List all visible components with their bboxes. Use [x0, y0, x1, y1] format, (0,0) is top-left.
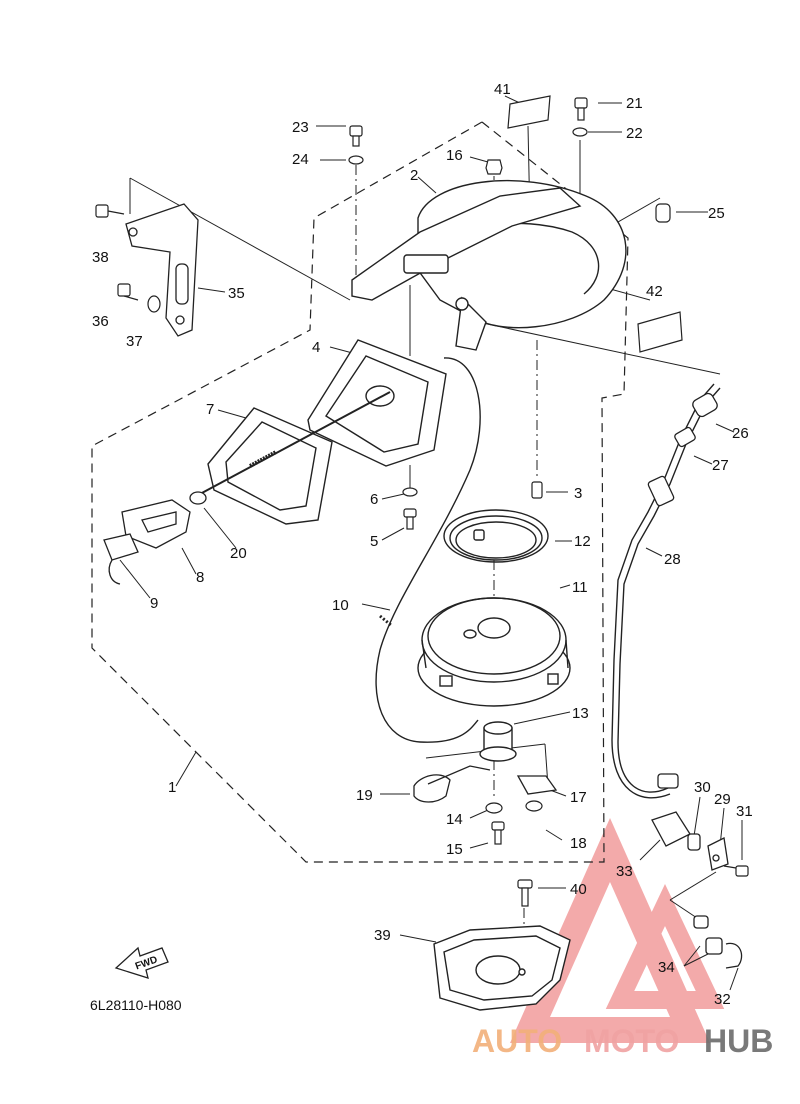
part-label-31: 31: [736, 803, 753, 820]
part-label-6: 6: [370, 491, 378, 508]
part-label-23: 23: [292, 119, 309, 136]
bottom-plate-39: [433, 925, 571, 1011]
part-label-34: 34: [658, 959, 675, 976]
drive-collar-13: [479, 721, 517, 762]
spiral-spring-12: [443, 509, 549, 563]
part-label-28: 28: [664, 551, 681, 568]
part-label-21: 21: [626, 95, 643, 112]
rope-guide-4: [307, 339, 447, 467]
part-label-38: 38: [92, 249, 109, 266]
part-label-37: 37: [126, 333, 143, 350]
part-label-4: 4: [312, 339, 320, 356]
part-label-42: 42: [646, 283, 663, 300]
part-label-13: 13: [572, 705, 589, 722]
starter-handle-assembly: [103, 391, 391, 585]
watermark-part-3: HUB: [704, 1023, 773, 1059]
cable-fittings: [647, 392, 718, 789]
part-label-35: 35: [228, 285, 245, 302]
diagram-code: 6L28110-H080: [90, 997, 182, 1013]
part-label-26: 26: [732, 425, 749, 442]
part-label-1: 1: [168, 779, 176, 796]
starter-rope-10: [375, 357, 481, 743]
caution-label-41: [507, 95, 551, 129]
part-label-18: 18: [570, 835, 587, 852]
drive-pawl-17: [516, 775, 558, 795]
linkage-parts: [651, 811, 743, 969]
part-label-24: 24: [292, 151, 309, 168]
part-label-8: 8: [196, 569, 204, 586]
assembly-boundary: [91, 121, 629, 863]
part-label-25: 25: [708, 205, 725, 222]
part-label-32: 32: [714, 991, 731, 1008]
part-label-5: 5: [370, 533, 378, 550]
part-label-16: 16: [446, 147, 463, 164]
part-label-41: 41: [494, 81, 511, 98]
start-in-gear-cable-28: [611, 383, 721, 799]
watermark-part-2: MOTO: [584, 1023, 679, 1059]
part-label-14: 14: [446, 811, 463, 828]
part-label-19: 19: [356, 787, 373, 804]
part-label-2: 2: [410, 167, 418, 184]
part-label-9: 9: [150, 595, 158, 612]
part-label-36: 36: [92, 313, 109, 330]
label-plate-42: [637, 311, 683, 353]
part-label-20: 20: [230, 545, 247, 562]
part-labels: 1 2 3 4 5 6 7 8 9 10 11 12 13 14 15 16 1…: [92, 81, 753, 1008]
part-label-10: 10: [332, 597, 349, 614]
part-label-27: 27: [712, 457, 729, 474]
part-label-40: 40: [570, 881, 587, 898]
starter-housing: [351, 180, 627, 351]
part-label-15: 15: [446, 841, 463, 858]
handle-cover-7: [207, 407, 333, 525]
part-label-22: 22: [626, 125, 643, 142]
part-label-17: 17: [570, 789, 587, 806]
small-hardware: [485, 159, 671, 499]
watermark-part-1: AUTO: [472, 1023, 562, 1059]
fwd-arrow-icon: FWD: [114, 946, 169, 979]
clip-19: [413, 765, 491, 803]
bracket-35: [125, 203, 199, 337]
part-label-3: 3: [574, 485, 582, 502]
bolts: [95, 97, 749, 907]
part-label-11: 11: [572, 579, 588, 596]
part-label-12: 12: [574, 533, 591, 550]
part-label-29: 29: [714, 791, 731, 808]
part-label-33: 33: [616, 863, 633, 880]
part-label-39: 39: [374, 927, 391, 944]
sheave-drum-11: [417, 597, 571, 707]
part-label-30: 30: [694, 779, 711, 796]
watermark-text: AUTO MOTO HUB: [472, 1023, 773, 1059]
washers: [147, 127, 588, 814]
part-label-7: 7: [206, 401, 214, 418]
